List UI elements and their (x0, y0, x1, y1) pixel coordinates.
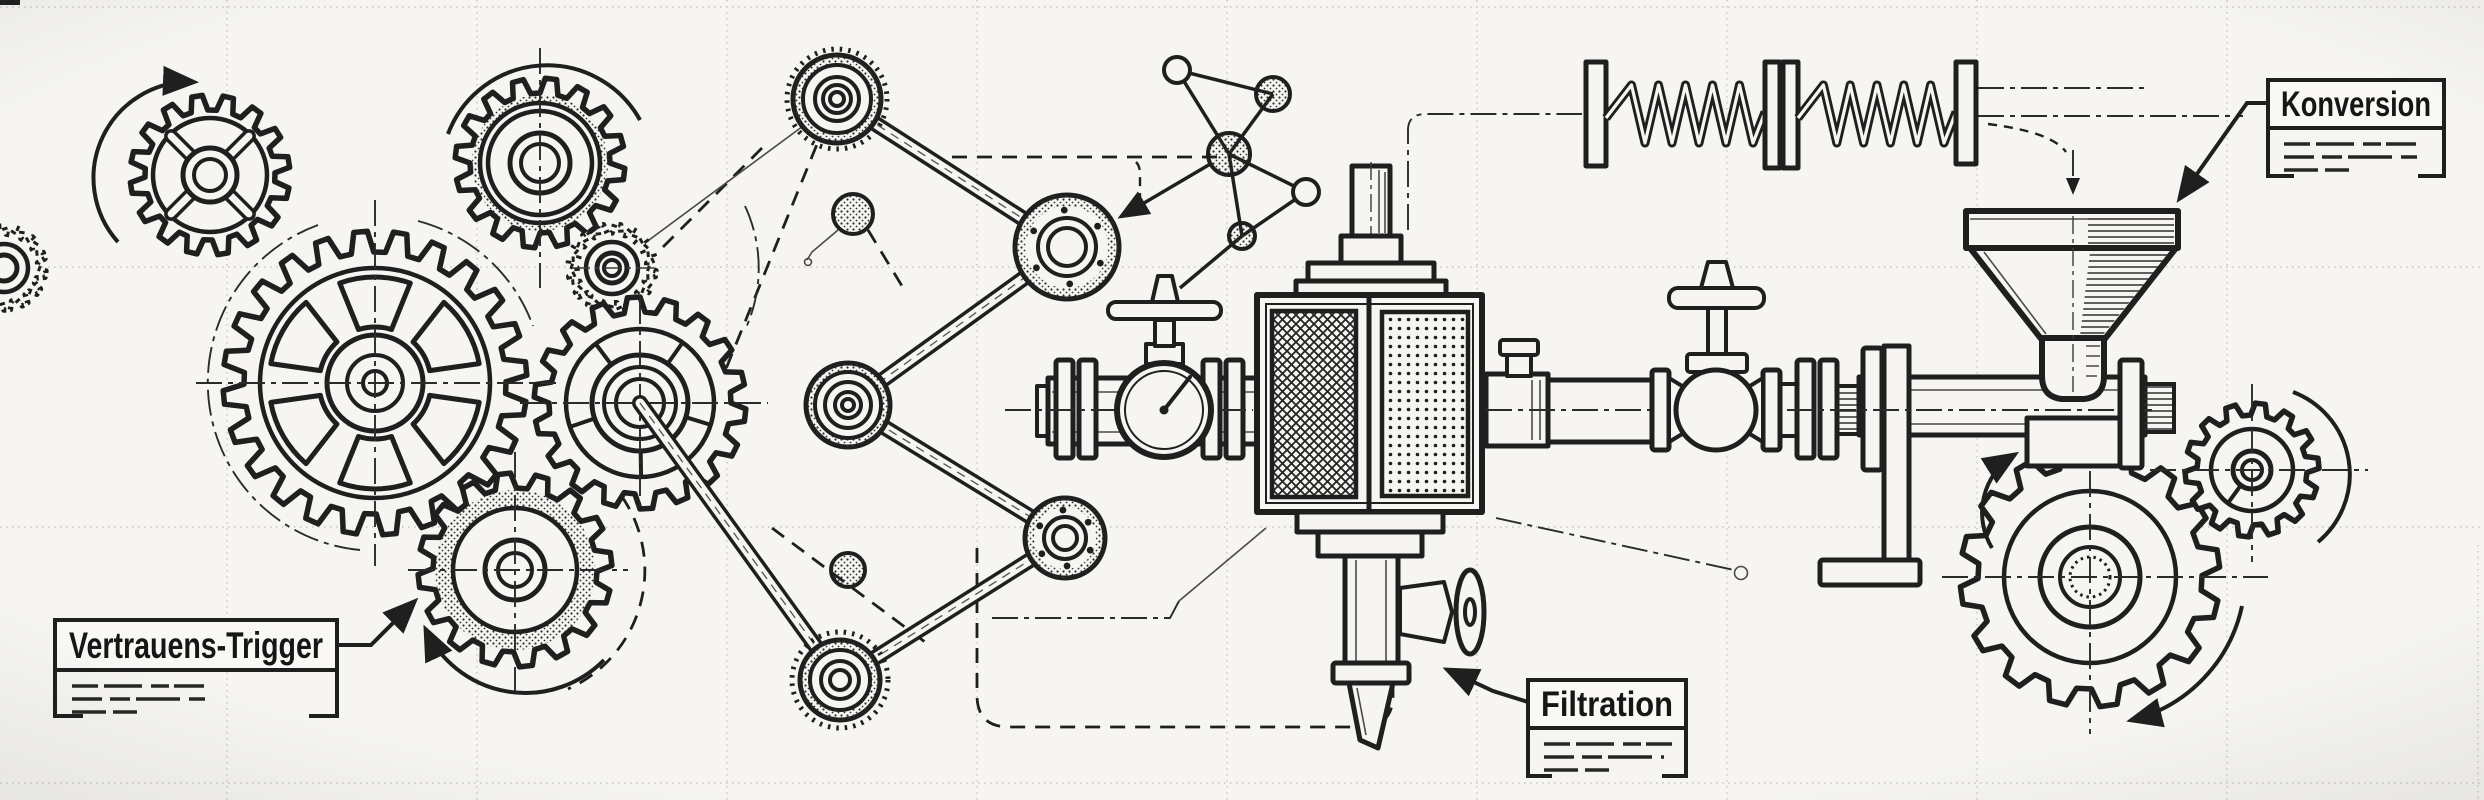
molecule-node-open (1291, 177, 1321, 207)
callout-trigger: Vertrauens-Trigger (53, 597, 419, 718)
callout-note-lines (72, 684, 324, 714)
gear-train-left (0, 48, 768, 695)
valve-flange (1649, 367, 1672, 453)
support-pedestal-foot (1817, 557, 1923, 588)
callout-leader (337, 597, 419, 647)
flange (1053, 357, 1076, 461)
callout-leader (2176, 101, 2268, 203)
flange (1817, 357, 1840, 461)
drain-valve-body (1398, 580, 1454, 644)
flange-plate (1860, 345, 1885, 473)
valve-flange (1760, 367, 1783, 453)
flange (1076, 357, 1099, 461)
flange (1794, 357, 1817, 461)
tracer-ball-lower (829, 551, 867, 589)
valve-body (1673, 367, 1759, 453)
drain-flange (1330, 660, 1412, 686)
spring-assembly (1583, 59, 1979, 171)
recirculation-route (975, 548, 1395, 729)
valve-stem (1706, 306, 1728, 360)
support-pedestal-column (1881, 343, 1912, 579)
filter-panel-perforated (1379, 309, 1471, 499)
vessel-cap-top (1338, 233, 1404, 267)
valve-handle-bar (1106, 300, 1223, 321)
joint-flange-upper (1012, 192, 1122, 302)
spring-mid-plate (1762, 59, 1783, 171)
molecule-to-joint-arrow (1117, 161, 1213, 219)
handwheel-hub (1699, 260, 1735, 290)
drain-valve (1396, 567, 1487, 657)
gear-left-edge (0, 223, 49, 313)
filter-vessel (1254, 162, 1487, 751)
callout-filtration: Filtration (1442, 667, 1688, 778)
valve-stem (1153, 318, 1176, 348)
drain-pipe (1342, 553, 1401, 669)
handwheel-bar (1667, 286, 1766, 310)
callout-note-lines (2284, 142, 2426, 172)
callout-title-trigger: Vertrauens-Trigger (69, 625, 323, 666)
joint-top (784, 46, 890, 152)
joint-mid (803, 360, 893, 450)
molecule-network (1117, 55, 1321, 290)
shaft-bolt (2140, 382, 2176, 434)
bleed-port-cap (1498, 338, 1540, 357)
vessel-bottom-neck (1315, 529, 1425, 559)
filter-panel-mesh (1269, 308, 1359, 500)
molecule-node-hub (1206, 131, 1252, 177)
callout-title-filtration: Filtration (1541, 685, 1673, 724)
callout-bracket (53, 670, 339, 718)
molecule-node-filled (1227, 221, 1257, 251)
datum-point (1733, 565, 1749, 581)
callout-konversion: Konversion (2176, 78, 2446, 203)
joint-flange-lower (1022, 495, 1108, 581)
globe-valve-assembly (1649, 260, 1783, 453)
vessel-to-spring-route (1407, 113, 1582, 230)
callout-note-lines (1544, 742, 1672, 772)
molecule-node-open (1162, 55, 1192, 85)
joint-bottom (789, 629, 891, 731)
pipe-tube (1545, 377, 1661, 445)
valve-handle-hub (1150, 274, 1180, 304)
corner-registration-tick (0, 0, 20, 5)
callout-leader (1442, 667, 1529, 704)
grinder-housing (2024, 415, 2124, 469)
callout-title-konversion: Konversion (2281, 85, 2431, 124)
drain-cone-outlet (1346, 680, 1396, 751)
tracer-ball-upper (831, 192, 875, 236)
spring-end-plate-left (1583, 59, 1609, 169)
molecule-node-filled (1254, 75, 1292, 113)
flange (1223, 357, 1246, 461)
spring-end-plate-right (1953, 59, 1979, 167)
bracket-plate (2117, 357, 2145, 471)
vessel-bottom-cap (1294, 509, 1446, 535)
gear-top-left (127, 92, 293, 258)
